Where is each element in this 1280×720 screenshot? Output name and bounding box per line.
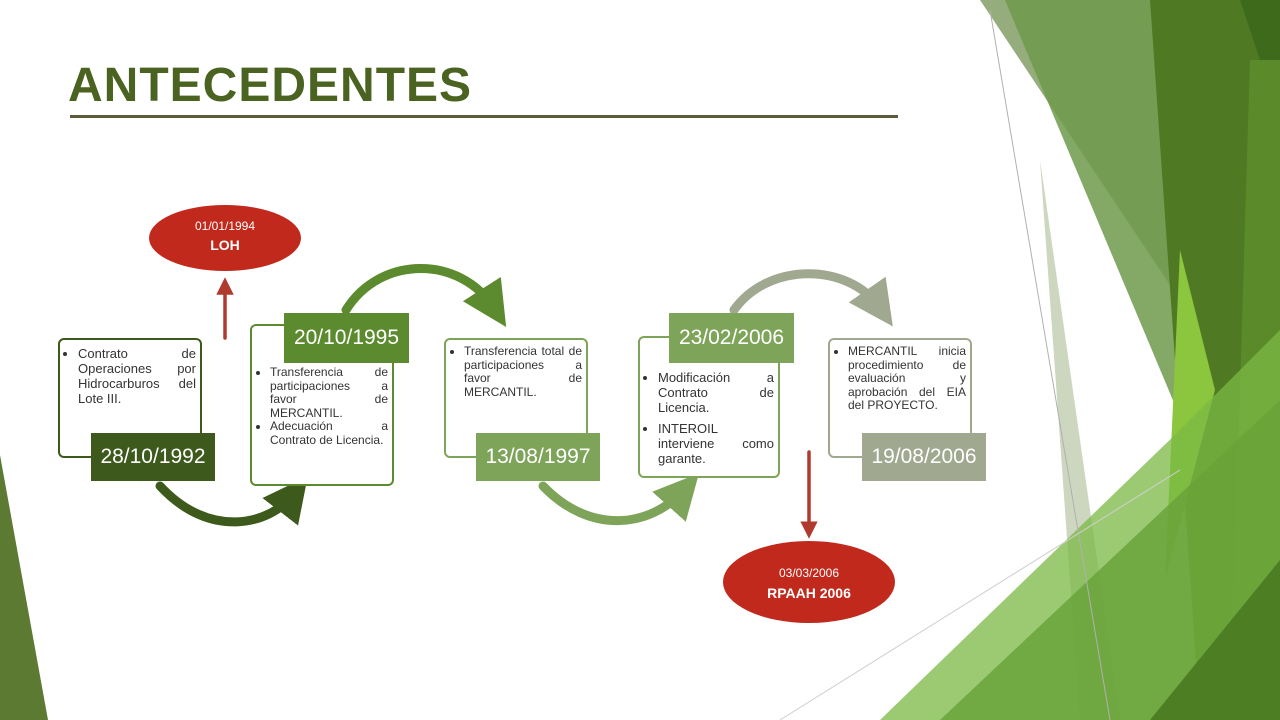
- connector-arrow-3: [538, 473, 700, 526]
- stage-2-bullet-2: Adecuación a Contrato de Licencia.: [270, 419, 388, 447]
- callout-loh-date: 01/01/1994: [194, 219, 256, 233]
- connector-arrow-2: [341, 264, 507, 327]
- background-facet-left: [0, 455, 48, 720]
- stage-4-bullet-1: Modificación a Contrato de Licencia.: [658, 370, 774, 415]
- callout-rpaah: 03/03/2006 RPAAH 2006: [723, 541, 895, 623]
- timeline-stage-3-date: 13/08/1997: [476, 433, 600, 481]
- stage-2-bullet-1: Transferencia de participaciones a favor…: [270, 365, 388, 420]
- timeline-stage-5-date: 19/08/2006: [862, 433, 986, 481]
- timeline-stage-1-date: 28/10/1992: [91, 433, 215, 481]
- stage-5-bullet-1: MERCANTIL inicia procedimiento de evalua…: [848, 344, 966, 413]
- callout-rpaah-date: 03/03/2006: [778, 566, 840, 580]
- page-title: ANTECEDENTES: [68, 59, 473, 112]
- background-facets-right: [779, 0, 1280, 720]
- callout-loh: 01/01/1994 LOH: [149, 205, 301, 271]
- callout-rpaah-label: RPAAH 2006: [767, 585, 851, 601]
- stage-1-bullet-1: Contrato de Operaciones por Hidrocarburo…: [78, 346, 196, 406]
- connector-arrow-4: [729, 269, 893, 327]
- title-underline: [70, 115, 898, 118]
- stage-3-bullet-1: Transferencia total de participaciones a…: [464, 344, 582, 399]
- timeline-connectors: [155, 264, 893, 539]
- callout-loh-label: LOH: [210, 237, 240, 253]
- stage-4-bullet-2: INTEROIL interviene como garante.: [658, 421, 774, 466]
- timeline-stage-4-date: 23/02/2006: [669, 313, 794, 363]
- connector-arrow-1: [155, 476, 308, 527]
- timeline-stage-2-date: 20/10/1995: [284, 313, 409, 363]
